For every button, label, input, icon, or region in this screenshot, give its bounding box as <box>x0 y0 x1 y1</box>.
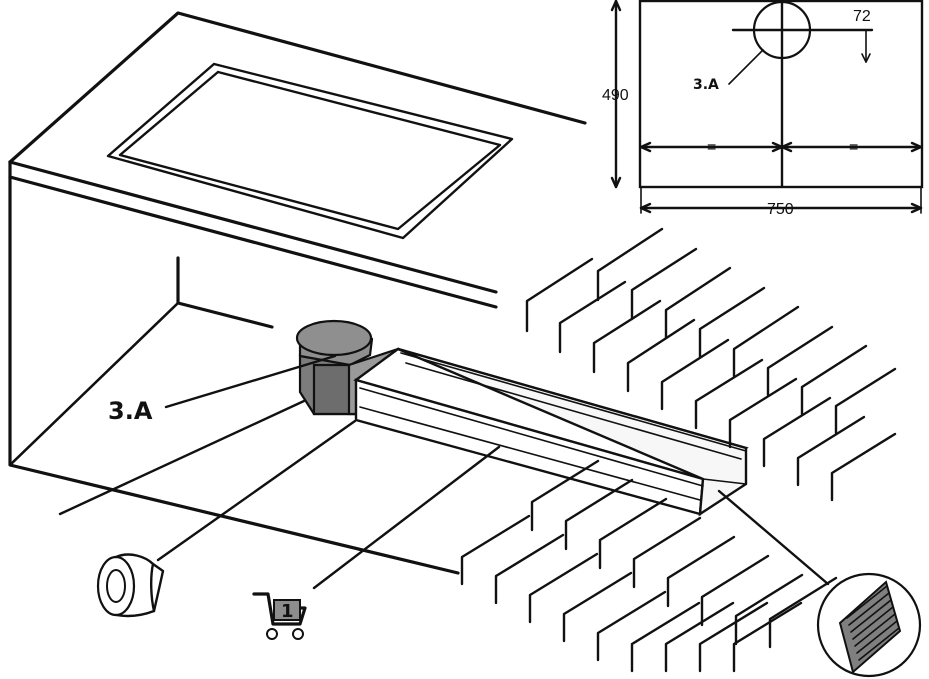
shopping-cart-icon <box>252 592 307 640</box>
dimension-offset: 72 <box>853 8 871 25</box>
dimension-equal-right: = <box>849 139 858 156</box>
dimension-equal-left: = <box>707 139 716 156</box>
dimension-width: 750 <box>767 201 794 218</box>
duct-assembly <box>295 319 749 517</box>
dimension-height: 490 <box>602 87 629 104</box>
leader-lines <box>58 354 830 590</box>
brick-wall <box>460 227 897 673</box>
ventilation-grille-icon <box>816 572 922 678</box>
callout-small: 3.A <box>693 77 719 93</box>
cart-quantity: 1 <box>281 601 294 622</box>
dimension-drawing <box>610 0 924 214</box>
cabinet-outline <box>8 11 587 575</box>
callout-large: 3.A <box>108 397 153 425</box>
tape-roll-icon <box>96 553 165 618</box>
